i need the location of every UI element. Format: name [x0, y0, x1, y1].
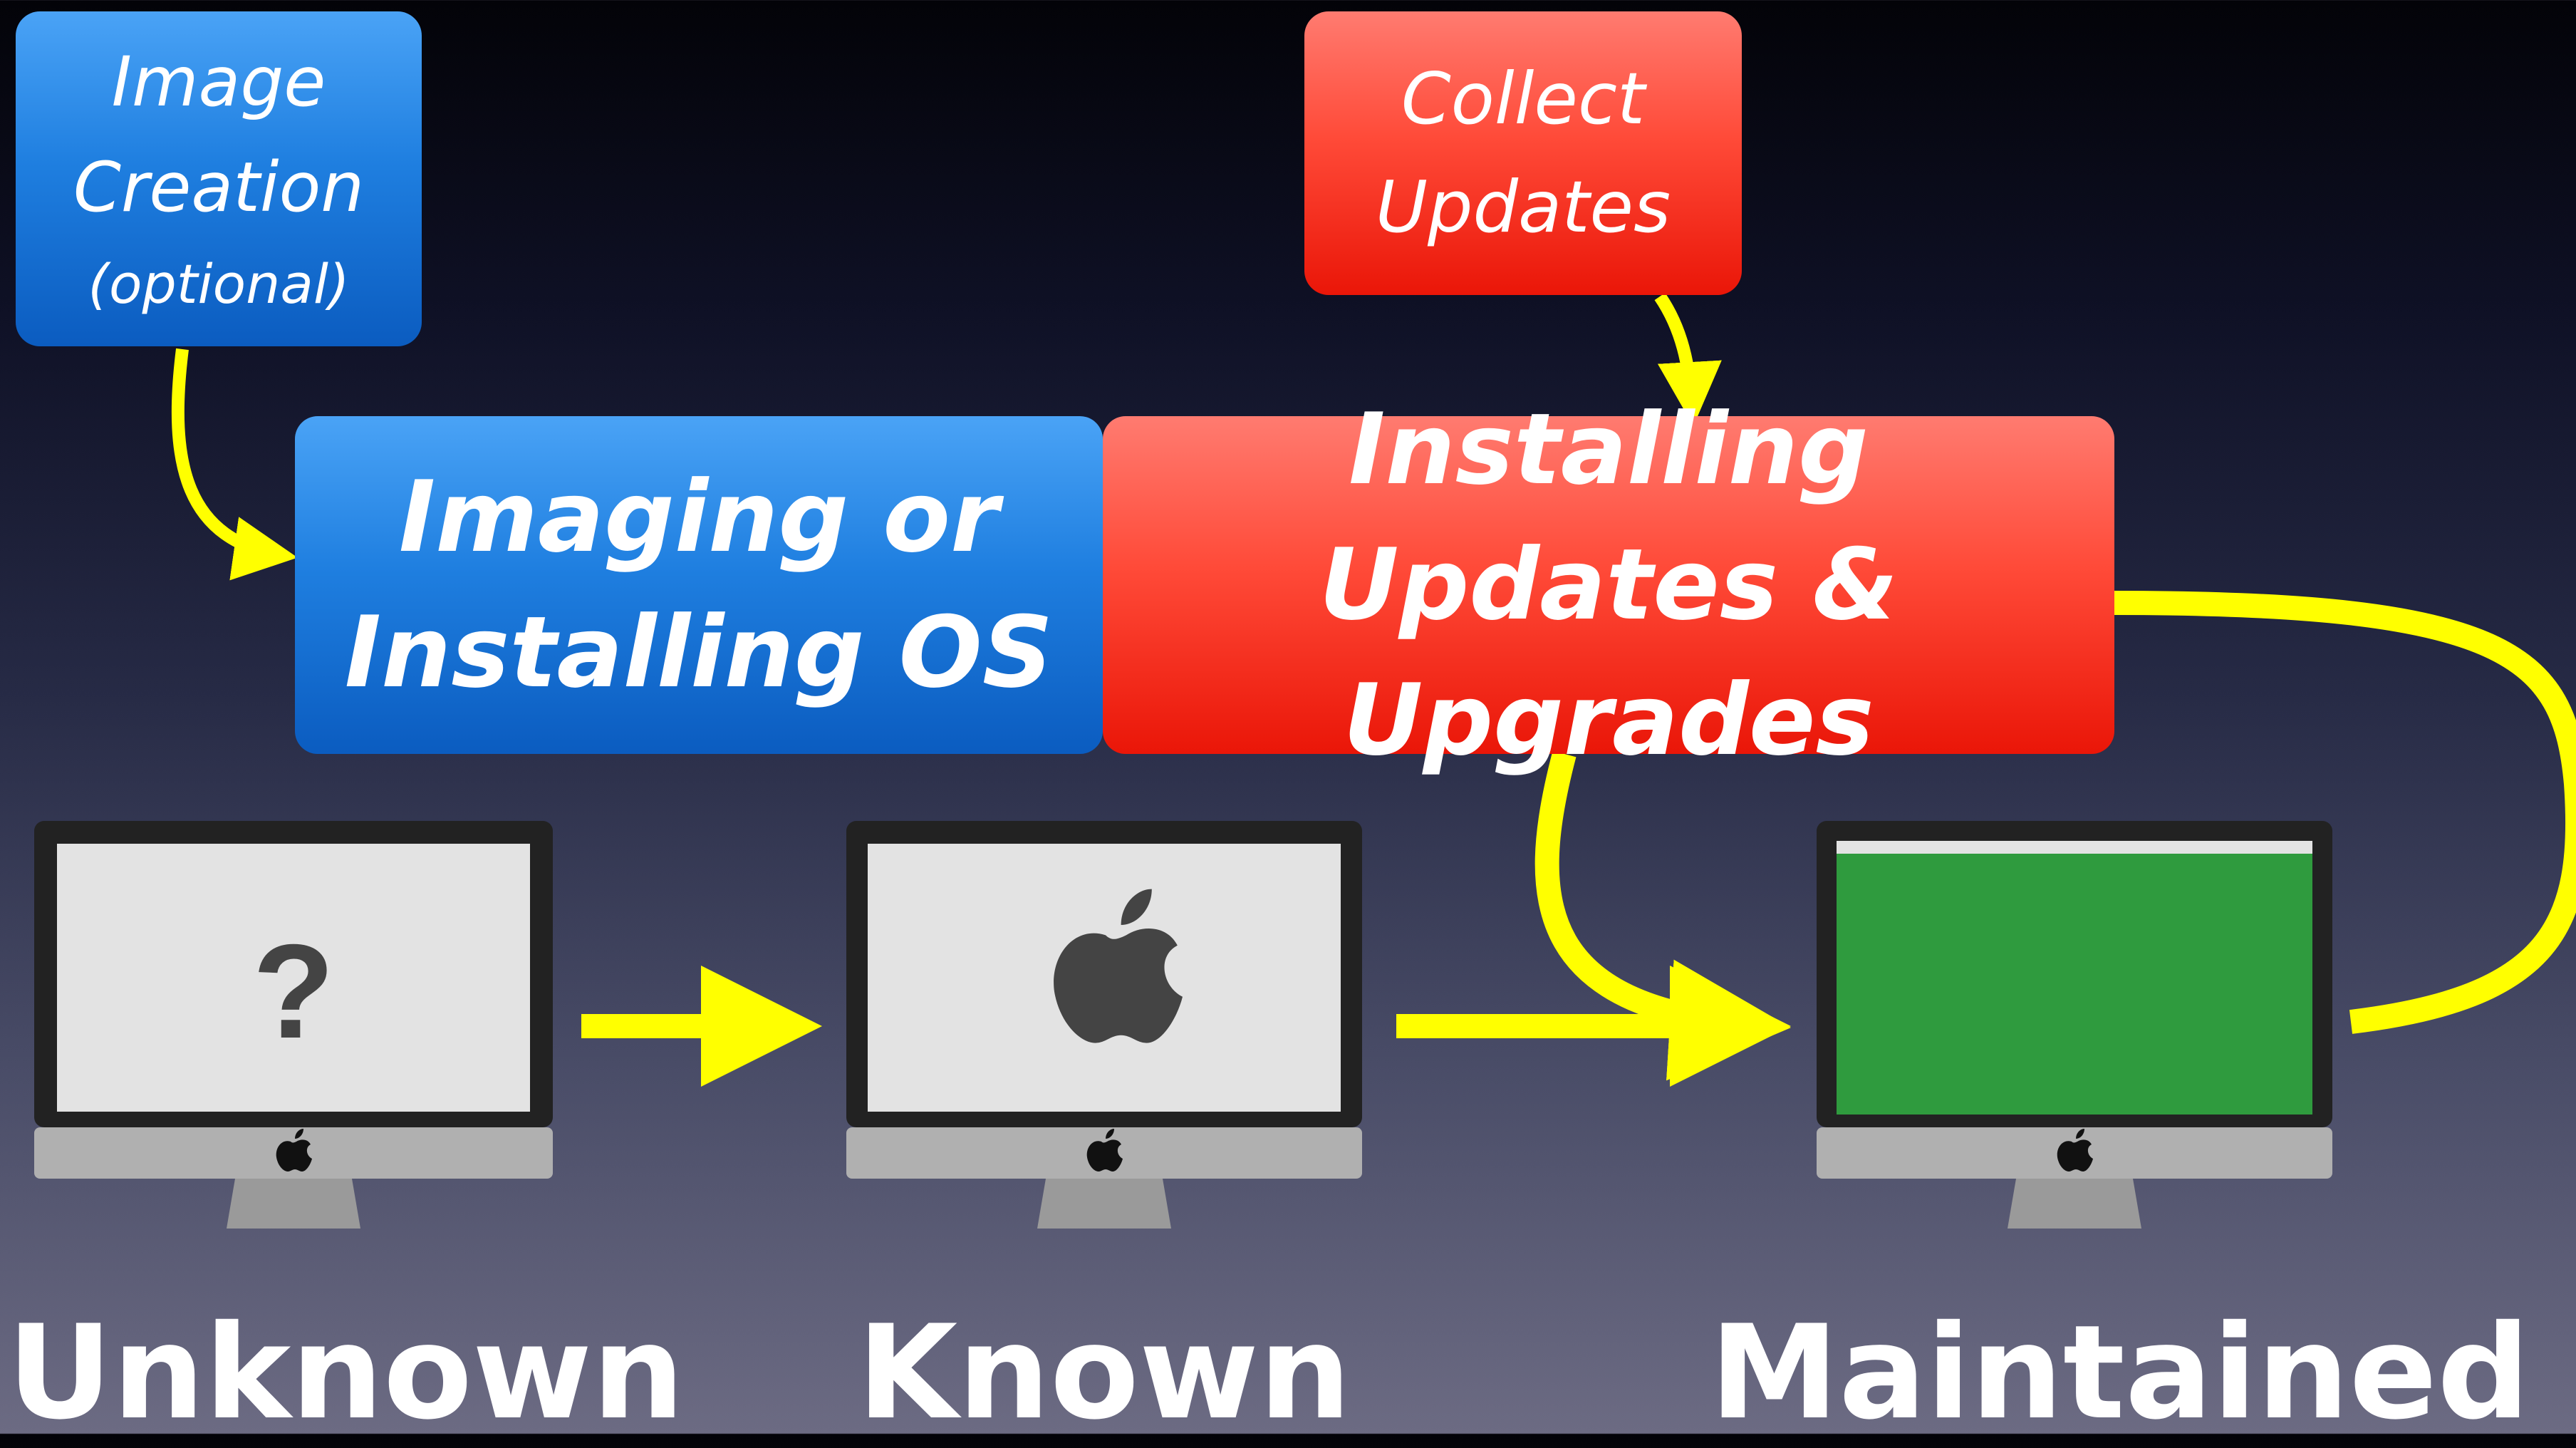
state-label-known: Known	[857, 1297, 1351, 1448]
monitor-stand	[2008, 1179, 2141, 1229]
monitor-stand	[227, 1179, 360, 1229]
arrow-installing-to-maintained	[1534, 750, 1791, 1081]
collect-updates-box: Collect Updates	[1304, 11, 1742, 295]
box-label-optional: (optional)	[88, 252, 350, 316]
computer-known	[846, 821, 1362, 1229]
monitor-stand	[1037, 1179, 1171, 1229]
arrow-maintained-loop	[2114, 591, 2576, 1034]
question-mark-icon: ?	[253, 916, 335, 1066]
computer-maintained	[1817, 821, 2332, 1229]
arrow-collect-to-installing	[1654, 292, 1722, 426]
green-screen	[1837, 854, 2312, 1115]
state-label-maintained: Maintained	[1710, 1297, 2530, 1448]
state-label-unknown: Unknown	[7, 1297, 685, 1448]
arrow-image-creation-to-imaging	[171, 348, 298, 581]
arrows	[171, 292, 2576, 1087]
box-label-line: Imaging or	[398, 460, 999, 574]
box-label-line: Image	[111, 42, 326, 122]
box-label-line: Installing	[1349, 392, 1869, 507]
image-creation-box: Image Creation (optional)	[16, 11, 422, 346]
box-label-line: Updates & Upgrades	[1319, 527, 1899, 777]
imaging-box: Imaging or Installing OS	[295, 416, 1103, 754]
computer-unknown: ?	[34, 821, 553, 1229]
box-label-line: Creation	[73, 148, 365, 227]
box-label-line: Updates	[1375, 165, 1671, 249]
monitor-screen	[57, 844, 530, 1112]
installing-updates-box: Installing Updates & Upgrades	[1103, 392, 2114, 777]
box-label-line: Installing OS	[344, 595, 1054, 710]
box-label-line: Collect	[1401, 57, 1646, 140]
apple-logo-large-icon	[1054, 889, 1183, 1043]
